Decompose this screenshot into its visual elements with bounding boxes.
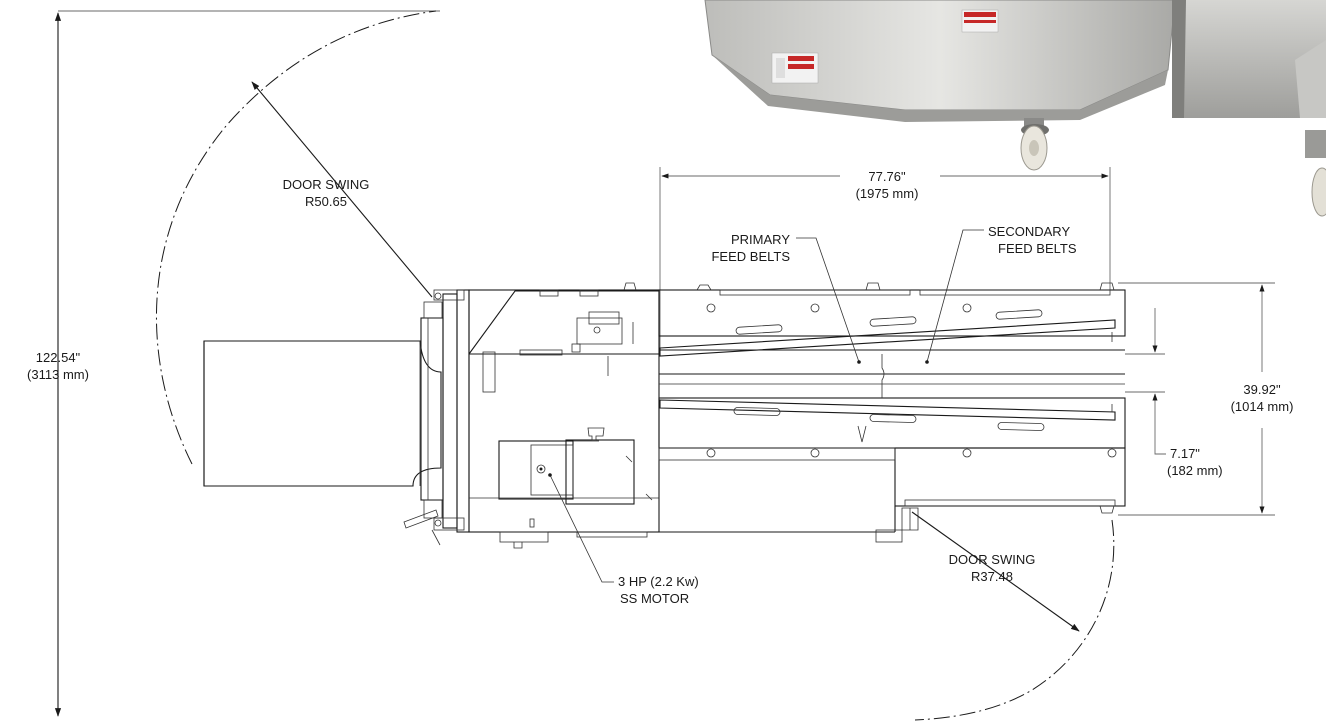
- caster-wheel-icon: [1305, 130, 1326, 217]
- door-swing-1-radius: R50.65: [305, 194, 347, 209]
- product-photo: [704, 0, 1326, 217]
- length-label: 77.76": [868, 169, 906, 184]
- width-dimension: [1118, 282, 1275, 516]
- length-mm-label: (1975 mm): [856, 186, 919, 201]
- primary-belts-label-line1: PRIMARY: [731, 232, 790, 247]
- door-swing-2-radius: R37.48: [971, 569, 1013, 584]
- caster-wheel-icon: [1020, 118, 1049, 171]
- motor-leader: [549, 474, 614, 583]
- secondary-belts-leader: [926, 229, 984, 363]
- height-label: 122.54": [36, 350, 81, 365]
- motor-label-line2: SS MOTOR: [620, 591, 689, 606]
- machine-outline: [203, 282, 1126, 549]
- warning-label: [964, 12, 996, 17]
- width-mm-label: (1014 mm): [1231, 399, 1294, 414]
- door-swing-radius-leader: [251, 81, 433, 298]
- primary-belts-leader: [796, 237, 860, 363]
- width-label: 39.92": [1243, 382, 1281, 397]
- secondary-belts-label-line1: SECONDARY: [988, 224, 1070, 239]
- gap-label: 7.17": [1170, 446, 1200, 461]
- height-mm-label: (3113 mm): [27, 367, 89, 382]
- height-dimension: [54, 10, 440, 717]
- door-swing-arc-right: [914, 519, 1115, 721]
- door-swing-arc-left: [155, 10, 437, 465]
- door-swing-1-label: DOOR SWING: [283, 177, 370, 192]
- door-swing-2-label: DOOR SWING: [949, 552, 1036, 567]
- secondary-belts-label-line2: FEED BELTS: [998, 241, 1077, 256]
- length-dimension: [659, 167, 1111, 352]
- motor-label-line1: 3 HP (2.2 Kw): [618, 574, 699, 589]
- gap-mm-label: (182 mm): [1167, 463, 1223, 478]
- gap-dimension: [1125, 308, 1166, 455]
- door-swing-2-leader: [911, 511, 1080, 632]
- primary-belts-label-line2: FEED BELTS: [711, 249, 790, 264]
